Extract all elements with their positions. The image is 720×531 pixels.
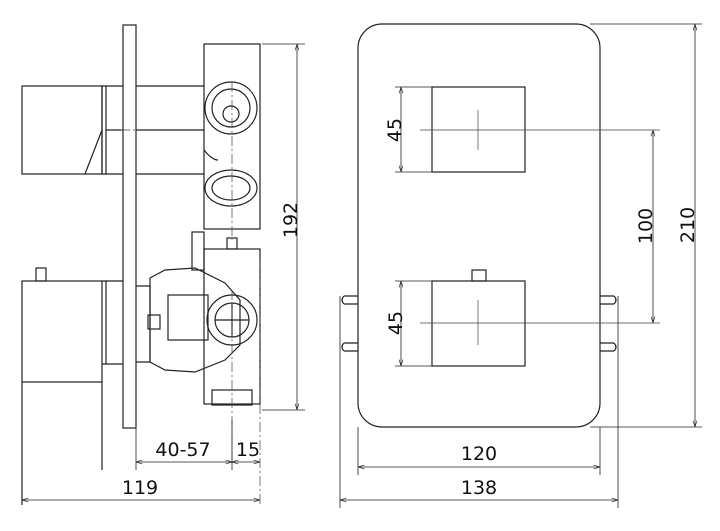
dim-120: 120	[461, 443, 497, 465]
bottom-handle	[21, 280, 103, 383]
dim-40-57: 40-57	[155, 439, 210, 461]
bottom-handle-pin	[35, 267, 47, 282]
dim-15: 15	[236, 439, 260, 461]
dim-45-bottom: 45	[385, 311, 407, 335]
dim-138: 138	[461, 477, 497, 499]
mounting-brackets	[341, 295, 617, 352]
side-view: 192 40-57 15 119	[21, 24, 305, 505]
cover-plate	[357, 23, 601, 428]
middle-outlet-port	[204, 169, 258, 207]
top-handle-collar	[84, 85, 123, 175]
side-screw	[147, 314, 161, 330]
dim-119: 119	[122, 477, 158, 499]
top-outlet-port	[204, 81, 258, 135]
top-handle-face	[431, 86, 526, 173]
thermostatic-cartridge	[149, 267, 241, 373]
top-spindle	[136, 85, 204, 175]
handle-pin	[471, 269, 487, 282]
wall-plate	[122, 24, 137, 429]
dim-100: 100	[635, 208, 657, 244]
dim-45-top: 45	[384, 118, 406, 142]
inlet-pin	[191, 231, 205, 271]
bottom-handle-face	[431, 280, 526, 367]
bottom-handle-collar	[21, 280, 123, 505]
dim-192: 192	[280, 202, 302, 238]
front-view: 45 45 100 210 120 138	[339, 23, 702, 508]
dim-210: 210	[677, 207, 699, 243]
